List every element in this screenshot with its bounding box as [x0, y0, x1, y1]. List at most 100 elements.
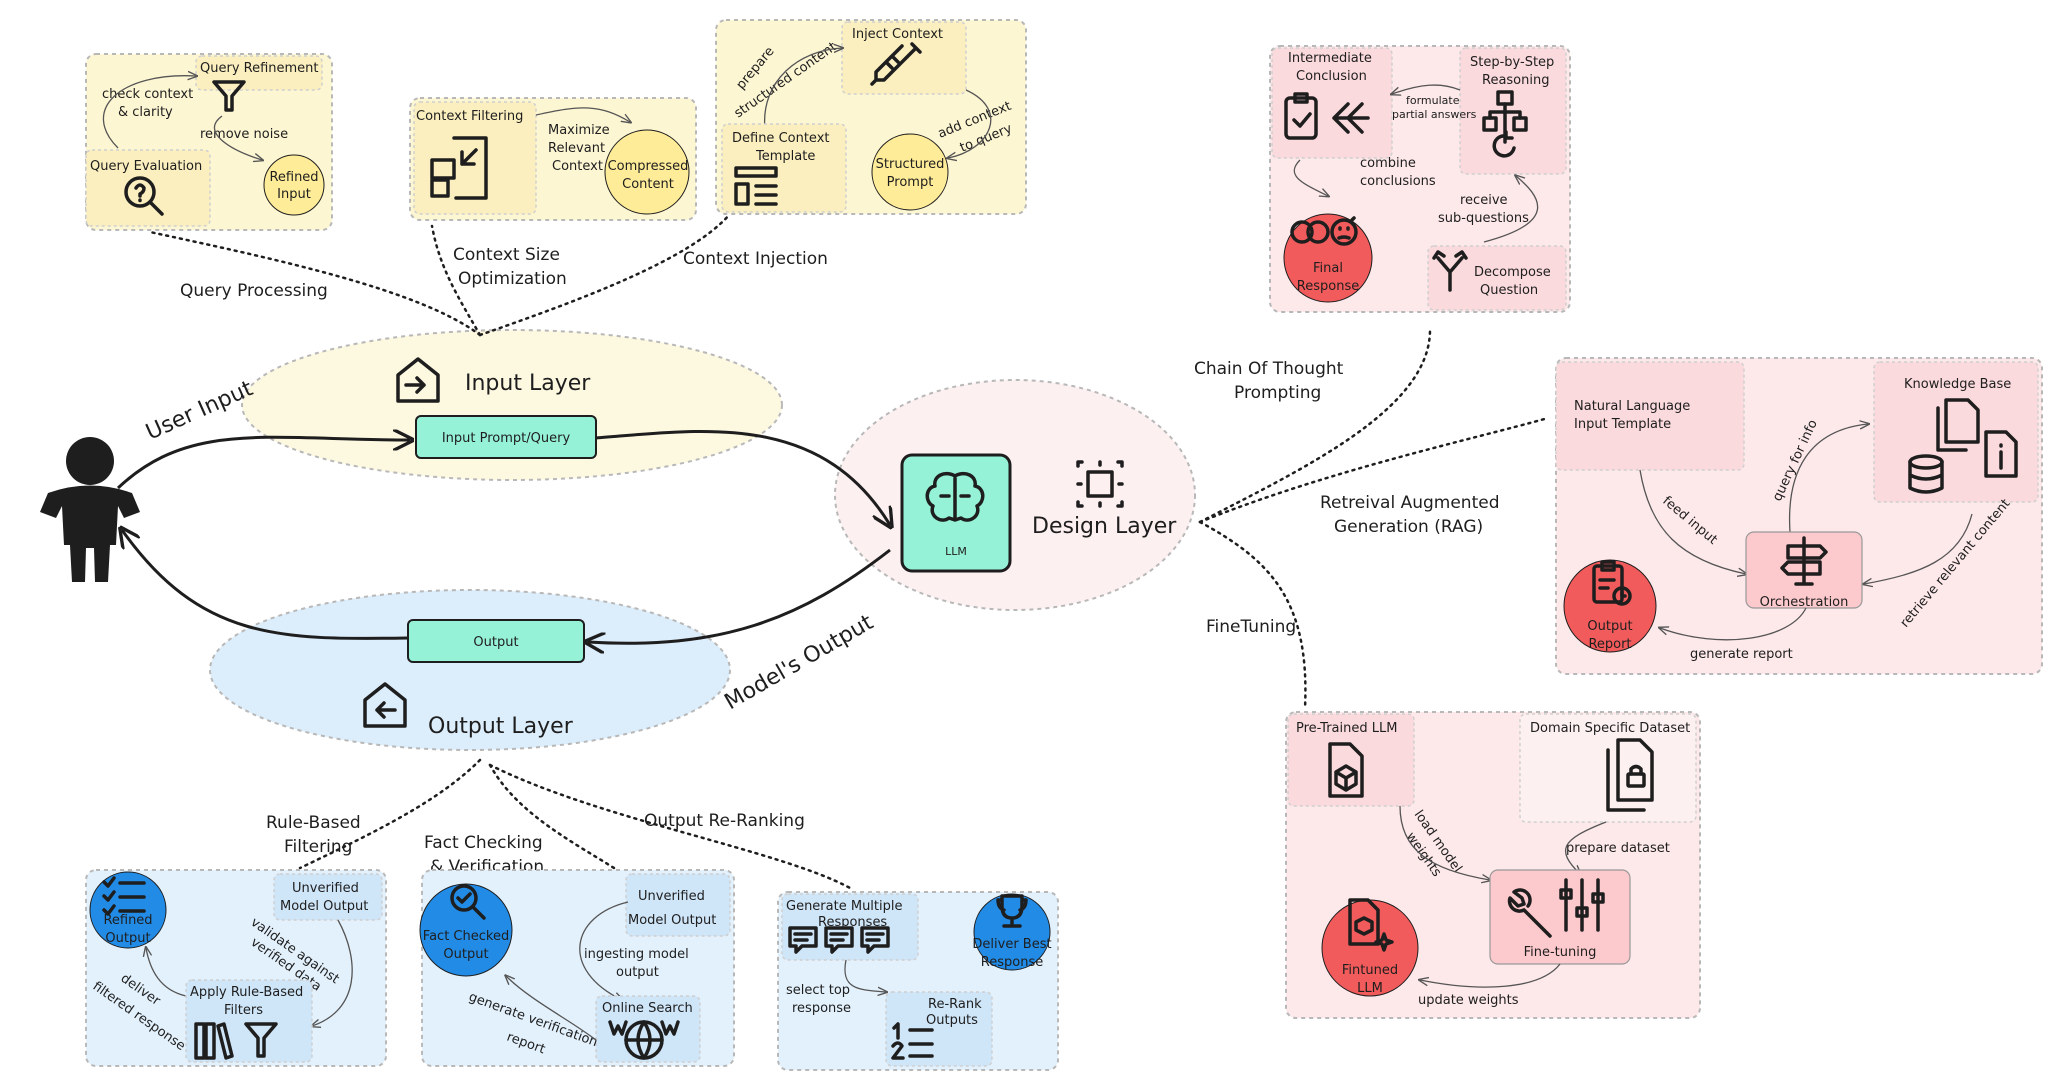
merge-arrows-icon — [1332, 102, 1370, 134]
sparkle-file-icon — [1348, 898, 1394, 952]
maximize-label-3: Context — [552, 159, 603, 174]
workflow-icon — [1482, 90, 1528, 158]
check-context-label-1: check context — [102, 87, 193, 102]
search-check-icon — [450, 884, 486, 920]
final-response-label-1: Final — [1313, 261, 1343, 276]
rerank-group: Generate Multiple Responses Deliver Best… — [777, 891, 1059, 1071]
deliver-arrow — [146, 948, 187, 997]
online-search-label: Online Search — [602, 1001, 693, 1016]
rerank-outputs-label-1: Re-Rank — [928, 997, 982, 1012]
fact-checked-label-2: Output — [443, 947, 488, 962]
final-response-label-2: Response — [1297, 279, 1359, 294]
output-report-label-1: Output — [1587, 619, 1632, 634]
rag-group: Natural Language Input Template Knowledg… — [1555, 357, 2043, 675]
output-layer-icon — [363, 682, 407, 728]
wrench-icon — [1507, 888, 1552, 938]
prepare-arrow — [764, 48, 842, 131]
filter-icon — [212, 80, 246, 112]
validate-arrow — [312, 919, 353, 1026]
design-layer-ellipse — [834, 379, 1196, 611]
branch-context-injection — [478, 212, 732, 337]
compressed-label-2: Content — [622, 177, 674, 192]
context-size-label-2: Optimization — [458, 269, 567, 289]
finetuning-group: Pre-Trained LLM Domain Specific Dataset … — [1285, 711, 1701, 1019]
step-label-1: Step-by-Step — [1470, 55, 1554, 70]
clipboard-clock-icon — [1592, 560, 1632, 606]
models-output-label: Model's Output — [721, 610, 878, 715]
branch-context-size — [430, 224, 482, 337]
branch-rule-based — [298, 758, 482, 870]
combine-label-1: combine — [1360, 156, 1416, 171]
branch-fact-checking — [488, 763, 634, 882]
output-to-user-arrow — [122, 530, 409, 640]
step-label-2: Reasoning — [1482, 73, 1549, 88]
define-template-label-2: Template — [755, 149, 815, 164]
load-weights-arrow — [1399, 805, 1490, 880]
remove-noise-label: remove noise — [200, 127, 288, 142]
deliver-best-node[interactable] — [973, 893, 1051, 971]
trophy-icon — [996, 894, 1028, 928]
refined-input-label-2: Input — [277, 187, 311, 202]
inject-context-label: Inject Context — [852, 27, 943, 42]
receive-label-1: receive — [1460, 193, 1508, 208]
finetuned-llm-label-2: LLM — [1357, 981, 1383, 996]
branch-query-processing — [148, 230, 482, 337]
numbered-list-icon — [891, 1022, 934, 1060]
select-top-label-1: select top — [786, 983, 850, 998]
compressed-content-node[interactable] — [604, 129, 690, 215]
design-layer-icon — [1076, 460, 1124, 508]
maximize-label-1: Maximize — [548, 123, 610, 138]
select-top-label-2: response — [792, 1001, 851, 1016]
deliver-best-label-1: Deliver Best — [972, 937, 1051, 952]
rule-unverified-label-1: Unverified — [292, 881, 359, 896]
globe-www-icon — [608, 1020, 680, 1060]
input-layer-icon — [396, 357, 440, 403]
knowledge-base-label: Knowledge Base — [1904, 377, 2011, 392]
llm-to-output-arrow — [588, 548, 891, 643]
query-info-arrow — [1788, 424, 1868, 533]
syringe-icon — [870, 42, 922, 86]
feed-input-arrow — [1639, 469, 1746, 574]
apply-filters-label-2: Filters — [224, 1003, 263, 1018]
pretrained-label: Pre-Trained LLM — [1296, 721, 1397, 736]
formulate-arrow — [1392, 84, 1461, 94]
gen-verification-arrow — [506, 976, 597, 1041]
check-context-label-2: & clarity — [118, 105, 173, 120]
nl-template-label-2: Input Template — [1574, 417, 1671, 432]
fact-checking-group: Fact Checked Output Unverified Model Out… — [419, 869, 735, 1067]
rule-based-group: Refined Output Unverified Model Output v… — [85, 869, 387, 1067]
combine-label-2: conclusions — [1360, 174, 1436, 189]
fact-checked-label-1: Fact Checked — [423, 929, 509, 944]
rerank-outputs-label-2: Outputs — [926, 1013, 978, 1028]
brain-icon — [925, 471, 985, 522]
update-weights-arrow — [1420, 963, 1561, 988]
refined-input-label-1: Refined — [269, 170, 318, 185]
chain-of-thought-group: Intermediate Conclusion Step-by-Step Rea… — [1269, 45, 1571, 313]
branch-rerank — [488, 763, 852, 890]
decompose-label-1: Decompose — [1474, 265, 1551, 280]
cot-label-2: Prompting — [1234, 383, 1321, 403]
ingest-label-2: output — [616, 965, 659, 980]
final-response-node[interactable] — [1283, 213, 1373, 303]
context-injection-group: Inject Context prepare structured conten… — [715, 19, 1027, 215]
shrink-icon — [430, 136, 488, 200]
nl-template-label-1: Natural Language — [1574, 399, 1690, 414]
output-report-label-2: Report — [1588, 637, 1631, 652]
rule-unverified-label-2: Model Output — [280, 899, 368, 914]
output-box[interactable] — [407, 619, 585, 663]
rule-filter-icon — [244, 1022, 278, 1058]
apply-filters-label-1: Apply Rule-Based — [190, 985, 303, 1000]
output-report-node[interactable] — [1563, 559, 1657, 653]
finetuning-node-label: Fine-tuning — [1524, 945, 1597, 960]
refined-input-node[interactable] — [263, 154, 325, 216]
output-box-label: Output — [473, 635, 518, 650]
context-filtering-group: Context Filtering Maximize Relevant Cont… — [409, 97, 697, 221]
fact-unverified-label-1: Unverified — [638, 889, 705, 904]
fact-unverified-label-2: Model Output — [628, 913, 716, 928]
fact-checked-node[interactable] — [419, 883, 513, 977]
structured-label-1: Structured — [876, 157, 945, 172]
structured-prompt-node[interactable] — [871, 133, 949, 211]
domain-dataset-label: Domain Specific Dataset — [1530, 721, 1690, 736]
design-layer-title: Design Layer — [1032, 514, 1177, 539]
input-layer-title: Input Layer — [465, 371, 591, 396]
